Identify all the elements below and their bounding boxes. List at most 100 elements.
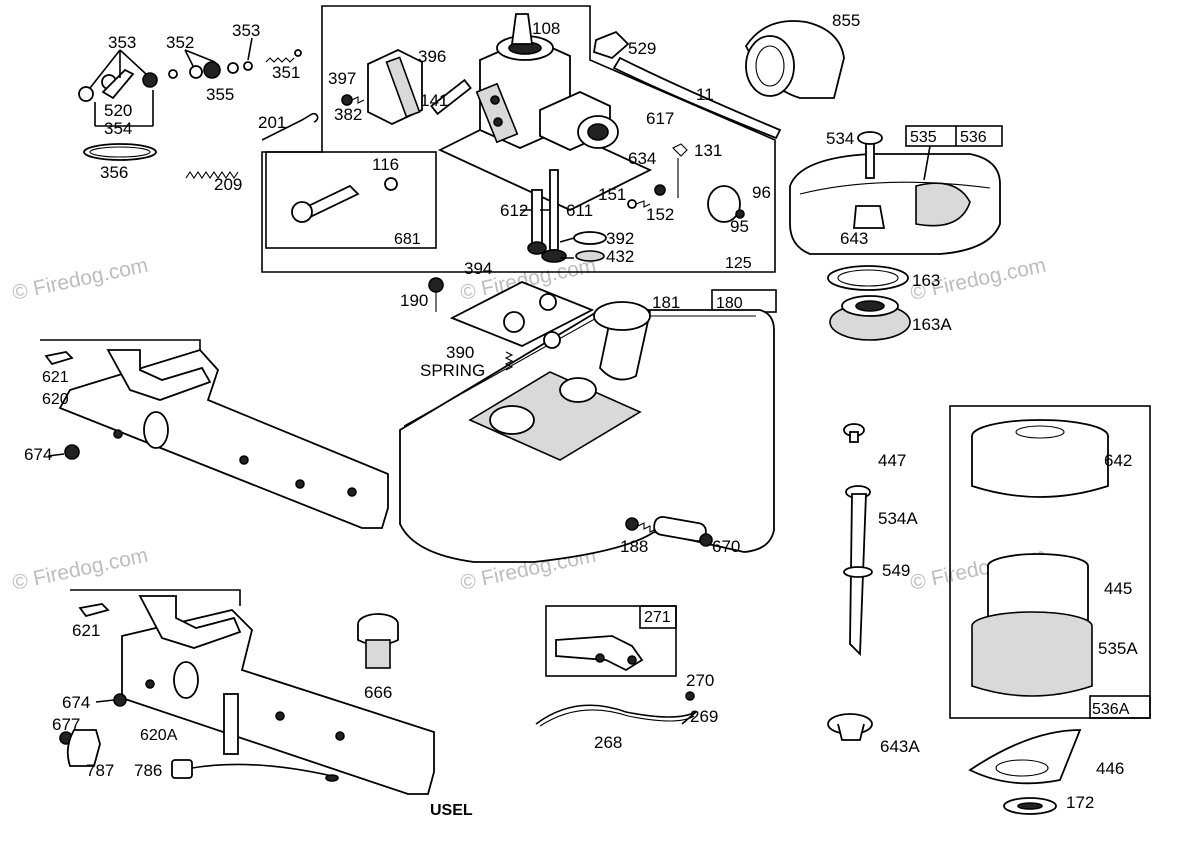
callout-529: 529 [628, 39, 656, 58]
callout-108: 108 [532, 19, 560, 38]
fuel-tank-group [399, 277, 777, 563]
base-plate-part [968, 729, 1082, 785]
nut-part [78, 86, 94, 102]
callout-131: 131 [694, 141, 722, 160]
callout-268: 268 [594, 733, 622, 752]
callout-677: 677 [52, 715, 80, 734]
callout-11: 11 [696, 85, 714, 104]
callout-634: 634 [628, 149, 656, 168]
filler-neck-part [365, 639, 391, 669]
box-label-681: 681 [394, 231, 421, 248]
bracket-620-group [40, 339, 389, 529]
callout-116: 116 [372, 155, 399, 174]
screw-part [341, 94, 353, 106]
callout-269: 269 [690, 707, 718, 726]
callout-151: 151 [598, 185, 626, 204]
watermark-text: © Firedog.com [10, 544, 150, 595]
box-label-535: 535 [910, 129, 937, 146]
callout-152: 152 [646, 205, 674, 224]
callout-172: 172 [1066, 793, 1094, 812]
washer-part [227, 62, 239, 74]
disc-part [707, 185, 741, 223]
spring-part [185, 171, 239, 179]
callout-549: 549 [882, 561, 910, 580]
callout-390: 390 [446, 343, 474, 362]
callout-534: 534 [826, 129, 854, 148]
lever-part [138, 595, 242, 649]
governor-linkage-parts [78, 37, 319, 179]
callout-611: 611 [566, 201, 593, 220]
callout-355: 355 [206, 85, 234, 104]
choke-lever-part [510, 13, 534, 45]
clip-part [66, 729, 101, 767]
callout-855: 855 [832, 11, 860, 30]
box-label-125: 125 [725, 255, 752, 272]
plate-part [223, 693, 239, 755]
pipe-part [531, 189, 543, 251]
callout-209: 209 [214, 175, 242, 194]
callout-353b: 353 [232, 21, 260, 40]
callout-621b: 621 [72, 621, 100, 640]
nut-part [203, 61, 221, 79]
throttle-lever-part [555, 635, 644, 672]
callout-666: 666 [364, 683, 392, 702]
link-part [261, 112, 319, 141]
callout-spring: SPRING [420, 361, 485, 380]
callout-445: 445 [1104, 579, 1132, 598]
lever-part [101, 68, 135, 100]
callout-201: 201 [258, 113, 286, 132]
callout-163A: 163A [912, 315, 952, 334]
callout-394: 394 [464, 259, 492, 278]
shaft-part [430, 78, 472, 116]
gasket-part [449, 281, 595, 347]
callout-535A: 535A [1098, 639, 1138, 658]
callout-163: 163 [912, 271, 940, 290]
elbow-hose-855 [744, 20, 845, 99]
control-bracket-part [121, 609, 435, 795]
watermark-text: © Firedog.com [10, 254, 150, 305]
callout-141: 141 [420, 91, 448, 110]
air-cleaner-housing-part [789, 153, 1001, 255]
callout-612: 612 [500, 201, 528, 220]
screw-part [428, 277, 444, 293]
callout-787: 787 [86, 761, 114, 780]
screw-part [625, 517, 639, 531]
washer-part [243, 61, 253, 71]
elbow-part [592, 30, 630, 60]
callout-447: 447 [878, 451, 906, 470]
box-label-620A: 620A [140, 727, 178, 744]
gasket-part [573, 231, 607, 245]
callout-96: 96 [752, 183, 771, 202]
callout-353a: 353 [108, 33, 136, 52]
bracket-620A-group [59, 589, 435, 795]
screw-part [654, 184, 666, 196]
stud-group [827, 423, 873, 741]
callout-352: 352 [166, 33, 194, 52]
connector-part [171, 759, 193, 779]
callout-432: 432 [606, 247, 634, 266]
box-label-180: 180 [716, 295, 743, 312]
box-label-620: 620 [42, 391, 69, 408]
callout-181: 181 [652, 293, 680, 312]
footer-text: USEL [430, 802, 473, 819]
lever-part [106, 349, 212, 401]
callout-190: 190 [400, 291, 428, 310]
callout-396: 396 [418, 47, 446, 66]
callout-674a: 674 [24, 445, 52, 464]
callout-642: 642 [1104, 451, 1132, 470]
callout-643A: 643A [880, 737, 920, 756]
filter-group-536A [949, 405, 1151, 815]
callout-446: 446 [1096, 759, 1124, 778]
callout-674b: 674 [62, 693, 90, 712]
screw-part [64, 444, 80, 460]
callout-534A: 534A [878, 509, 918, 528]
callout-392: 392 [606, 229, 634, 248]
callout-351: 351 [272, 63, 300, 82]
callout-188: 188 [620, 537, 648, 556]
gasket-part [575, 250, 605, 262]
nut-part [142, 72, 158, 88]
callout-670: 670 [712, 537, 740, 556]
